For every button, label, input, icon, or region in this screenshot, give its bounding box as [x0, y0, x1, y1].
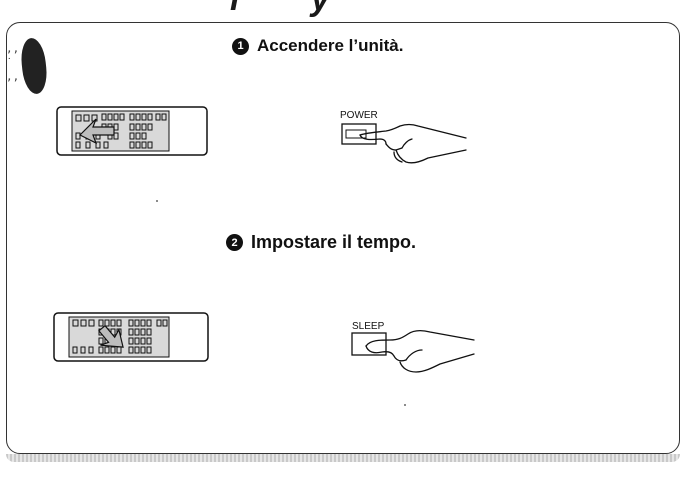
header-fragment-2: y: [311, 0, 331, 19]
tab-scribble: ,,˙,,: [6, 42, 20, 83]
sleep-button-label: SLEEP: [352, 321, 385, 332]
hand-pointer-icon: [359, 123, 467, 164]
sleep-button-illustration: SLEEP: [351, 321, 475, 373]
power-button-illustration: POWER: [340, 110, 467, 164]
step-2-text: Impostare il tempo.: [251, 232, 417, 252]
step-1-text: Accendere l’unità.: [257, 36, 404, 55]
step-1-number: 1: [232, 37, 249, 55]
remote-control-icon: [53, 312, 209, 362]
hand-pointer-icon: [365, 330, 475, 373]
arrow-icon: [98, 324, 124, 348]
instruction-panel: [6, 22, 680, 454]
power-button-label: POWER: [340, 110, 378, 121]
step-2-number: 2: [226, 234, 243, 251]
print-speck: [156, 200, 158, 202]
remote-control-icon: [56, 106, 208, 156]
page-header-fragment: i y: [230, 0, 391, 19]
arrow-icon: [78, 118, 115, 145]
header-fragment-1: i: [230, 0, 240, 19]
step-2-heading: 2 Impostare il tempo.: [226, 232, 416, 253]
step-1-heading: 1 Accendere l’unità.: [232, 36, 403, 56]
print-speck: [404, 404, 406, 406]
panel-shadow: [6, 454, 680, 462]
